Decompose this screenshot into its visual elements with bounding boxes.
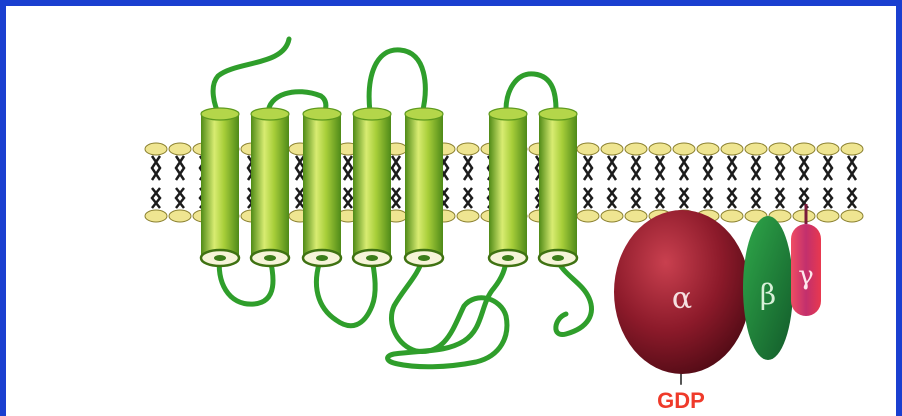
lipid-pair bbox=[745, 143, 767, 222]
intracellular-loop-3 bbox=[388, 258, 507, 367]
lipid-head bbox=[169, 143, 191, 155]
lipid-head bbox=[769, 143, 791, 155]
gdp-label: GDP bbox=[657, 388, 705, 413]
g-protein: α β γ GDP bbox=[614, 204, 821, 413]
n-terminus bbox=[213, 39, 289, 116]
helix-3 bbox=[303, 108, 341, 266]
lipid-head bbox=[577, 210, 599, 222]
lipid-pair bbox=[577, 143, 599, 222]
lipid-head bbox=[601, 143, 623, 155]
lipid-head bbox=[841, 210, 863, 222]
lipid-pair bbox=[793, 143, 815, 222]
transmembrane-helices bbox=[201, 108, 577, 266]
lipid-pair bbox=[697, 143, 719, 222]
lipid-head bbox=[145, 210, 167, 222]
lipid-pair bbox=[457, 143, 479, 222]
lipid-pair bbox=[601, 143, 623, 222]
extracellular-loop-3 bbox=[506, 74, 556, 110]
extracellular-loop-2 bbox=[369, 50, 425, 114]
gpcr-diagram: α β γ GDP bbox=[6, 6, 896, 416]
lipid-head bbox=[625, 143, 647, 155]
lipid-pair bbox=[649, 143, 671, 222]
diagram-frame: α β γ GDP bbox=[6, 6, 896, 416]
lipid-pair bbox=[721, 143, 743, 222]
helix-1 bbox=[201, 108, 239, 266]
lipid-head bbox=[841, 143, 863, 155]
lipid-pair bbox=[169, 143, 191, 222]
lipid-head bbox=[793, 143, 815, 155]
lipid-head bbox=[697, 143, 719, 155]
lipid-head bbox=[745, 143, 767, 155]
lipid-head bbox=[793, 210, 815, 222]
beta-label: β bbox=[760, 278, 776, 311]
lipid-head bbox=[169, 210, 191, 222]
lipid-pair bbox=[625, 143, 647, 222]
lipid-head bbox=[673, 143, 695, 155]
lipid-pair bbox=[817, 143, 839, 222]
lipid-head bbox=[817, 210, 839, 222]
helix-7 bbox=[539, 108, 577, 266]
helix-5 bbox=[405, 108, 443, 266]
lipid-pair bbox=[769, 143, 791, 222]
lipid-head bbox=[625, 210, 647, 222]
lipid-pair bbox=[145, 143, 167, 222]
lipid-head bbox=[457, 210, 479, 222]
gamma-label: γ bbox=[798, 261, 814, 291]
alpha-label: α bbox=[672, 281, 692, 316]
lipid-head bbox=[817, 143, 839, 155]
helix-4 bbox=[353, 108, 391, 266]
lipid-head bbox=[457, 143, 479, 155]
lipid-head bbox=[577, 143, 599, 155]
lipid-head bbox=[145, 143, 167, 155]
intracellular-loop-2 bbox=[316, 258, 375, 326]
helix-6 bbox=[489, 108, 527, 266]
helix-2 bbox=[251, 108, 289, 266]
lipid-head bbox=[601, 210, 623, 222]
c-terminus bbox=[556, 258, 592, 335]
lipid-head bbox=[721, 210, 743, 222]
lipid-head bbox=[649, 143, 671, 155]
lipid-pair bbox=[841, 143, 863, 222]
lipid-head bbox=[721, 143, 743, 155]
